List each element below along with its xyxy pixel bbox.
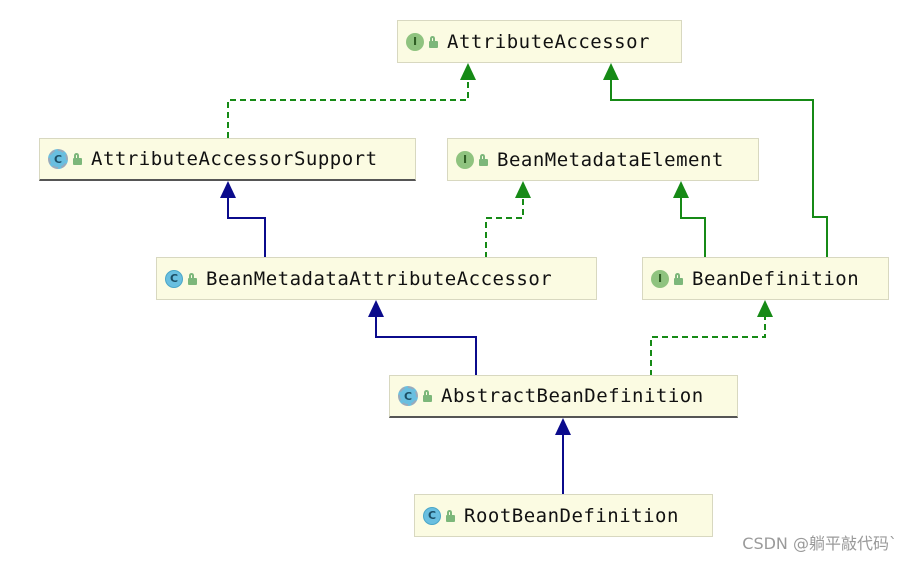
node-label: BeanDefinition	[692, 267, 860, 290]
edge-abstractbeandefinition-extends-beanmetadataattributeaccessor	[375, 317, 477, 376]
edge-beanmetadataattributeaccessor-implements-beanmetadataelement	[485, 198, 524, 258]
open-lock-icon	[188, 272, 197, 285]
node-label: BeanMetadataElement	[497, 148, 724, 171]
node-label: AbstractBeanDefinition	[441, 385, 704, 407]
interface-badge-icon: I	[651, 269, 669, 288]
abstract-class-badge-icon: C	[48, 149, 68, 169]
open-lock-icon	[446, 509, 455, 522]
open-lock-icon	[674, 272, 683, 285]
node-bean-definition[interactable]: I BeanDefinition	[642, 257, 889, 300]
node-attribute-accessor-support[interactable]: C AttributeAccessorSupport	[39, 138, 416, 181]
open-lock-icon	[73, 153, 82, 165]
node-abstract-bean-definition[interactable]: C AbstractBeanDefinition	[389, 375, 738, 418]
node-label: AttributeAccessorSupport	[91, 148, 378, 170]
open-lock-icon	[429, 35, 438, 48]
edge-beanmetadataattributeaccessor-extends-attributeaccessorsupport	[227, 198, 266, 258]
node-root-bean-definition[interactable]: C RootBeanDefinition	[414, 494, 713, 537]
class-badge-icon: C	[165, 269, 183, 288]
class-badge-icon: C	[423, 506, 441, 525]
arrowhead-attributeaccessorsupport	[220, 181, 236, 198]
arrowhead-beanmetadataattributeaccessor	[368, 300, 384, 317]
open-lock-icon	[479, 153, 488, 166]
interface-badge-icon: I	[456, 150, 474, 169]
edge-beandefinition-extends-attributeaccessor	[610, 80, 828, 258]
node-attribute-accessor[interactable]: I AttributeAccessor	[397, 20, 682, 63]
node-label: AttributeAccessor	[447, 30, 650, 53]
arrowhead-abstractbeandefinition	[555, 418, 571, 435]
node-bean-metadata-attribute-accessor[interactable]: C BeanMetadataAttributeAccessor	[156, 257, 597, 300]
abstract-class-badge-icon: C	[398, 386, 418, 406]
arrowhead-attributeaccessor-left	[460, 63, 476, 80]
open-lock-icon	[423, 390, 432, 402]
arrowhead-beanmetadataelement-left	[515, 181, 531, 198]
arrowhead-beandefinition	[757, 300, 773, 317]
watermark-text: CSDN @躺平敲代码`	[742, 534, 897, 553]
arrowhead-attributeaccessor-right	[603, 63, 619, 80]
edge-abstractbeandefinition-implements-beandefinition	[650, 317, 766, 376]
arrowhead-beanmetadataelement-right	[673, 181, 689, 198]
edge-beandefinition-extends-beanmetadataelement	[680, 198, 706, 258]
interface-badge-icon: I	[406, 32, 424, 51]
edge-attributeaccessorsupport-implements-attributeaccessor	[227, 80, 469, 138]
node-label: RootBeanDefinition	[464, 504, 679, 527]
node-bean-metadata-element[interactable]: I BeanMetadataElement	[447, 138, 759, 181]
node-label: BeanMetadataAttributeAccessor	[206, 267, 553, 290]
